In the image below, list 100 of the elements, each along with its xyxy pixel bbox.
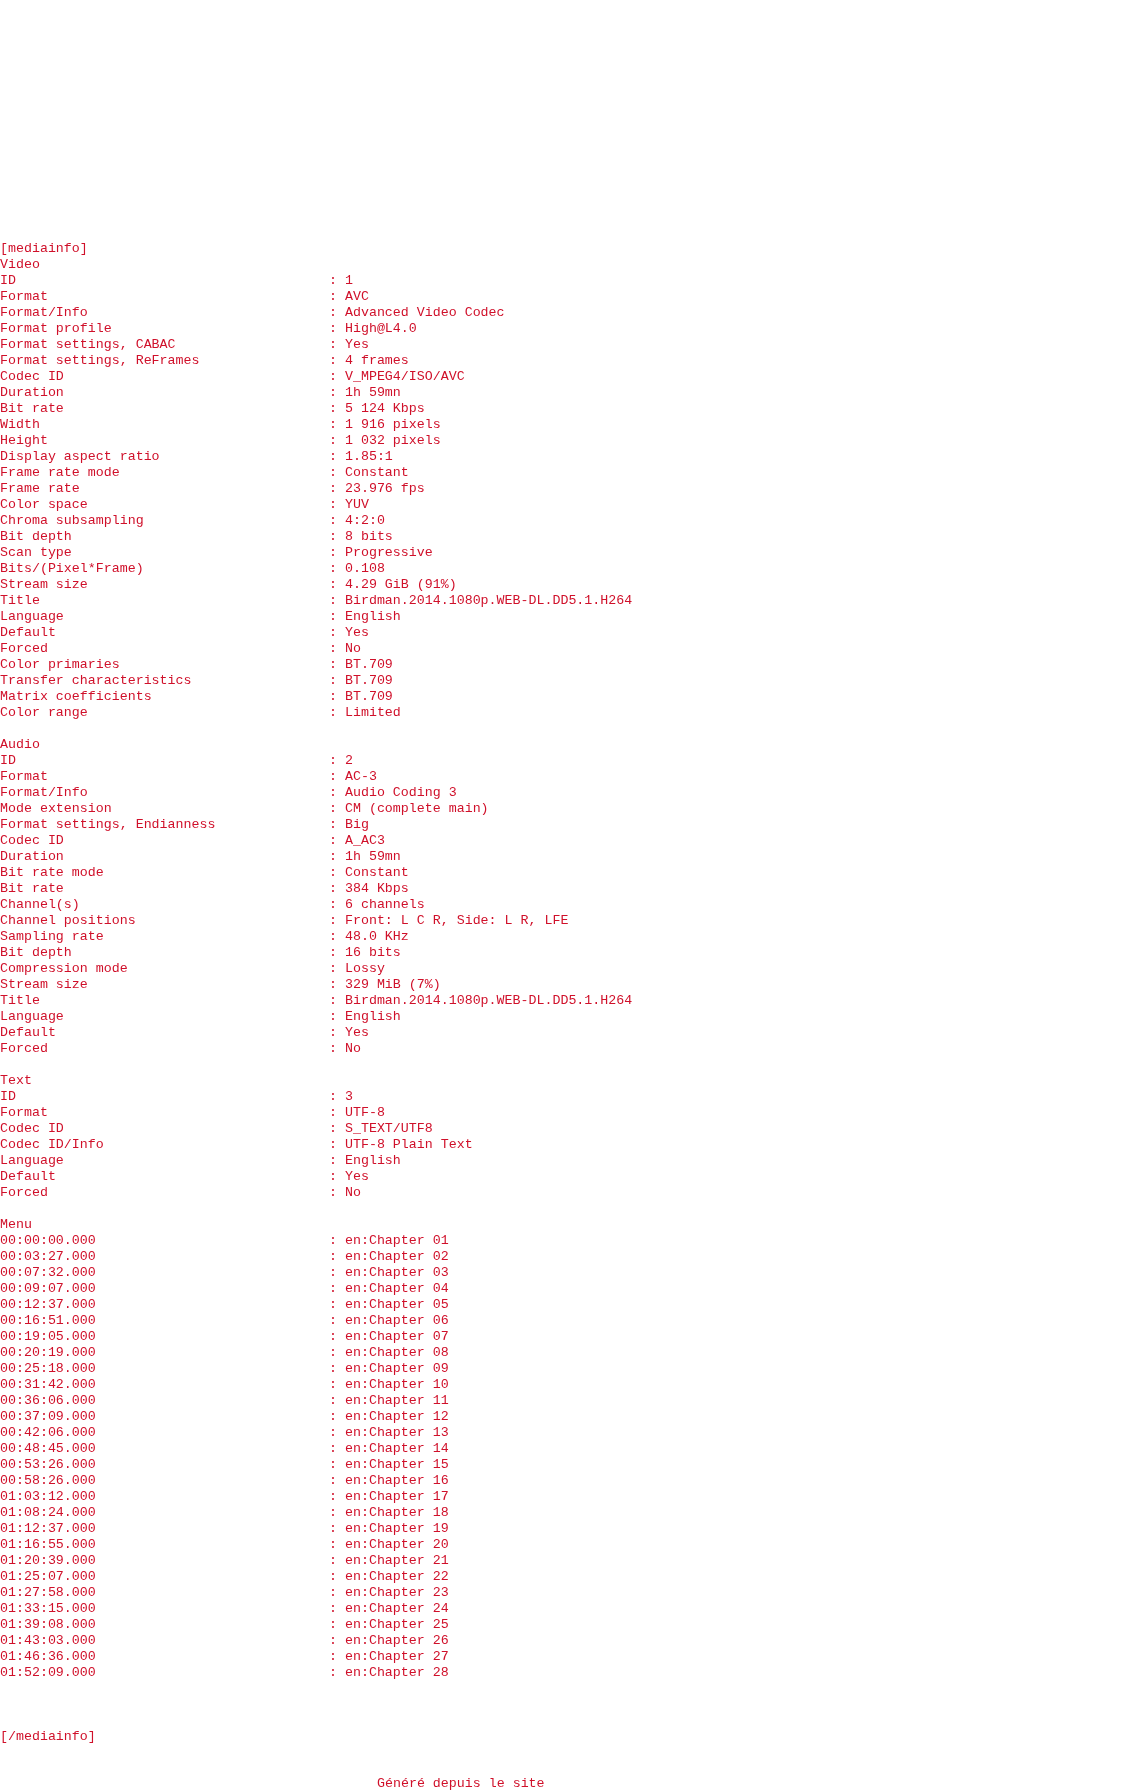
field-value: : en:Chapter 21 [329,1553,449,1569]
field-value: : en:Chapter 25 [329,1617,449,1633]
section-heading: Text [0,1073,32,1089]
field-name: Forced [0,1185,48,1201]
field-value: : Yes [329,625,369,641]
field-name: Format [0,1105,48,1121]
field-value: : AVC [329,289,369,305]
field-name: ID [0,273,16,289]
field-value: : Big [329,817,369,833]
field-name: Codec ID [0,833,64,849]
field-value: : 384 Kbps [329,881,409,897]
field-name: Language [0,609,64,625]
field-value: : en:Chapter 02 [329,1249,449,1265]
section-heading: Video [0,257,40,273]
field-value: : 6 channels [329,897,425,913]
field-name: Sampling rate [0,929,104,945]
field-name: Format settings, ReFrames [0,353,200,369]
field-value: : en:Chapter 26 [329,1633,449,1649]
field-value: : English [329,609,401,625]
field-name: 01:33:15.000 [0,1601,96,1617]
field-name: Format [0,289,48,305]
field-name: Width [0,417,40,433]
section-heading: [mediainfo] [0,241,88,257]
field-value: : en:Chapter 04 [329,1281,449,1297]
field-name: 01:39:08.000 [0,1617,96,1633]
field-name: Bit depth [0,945,72,961]
field-name: Bit rate mode [0,865,104,881]
field-name: 00:20:19.000 [0,1345,96,1361]
field-value: : en:Chapter 20 [329,1537,449,1553]
field-name: 00:16:51.000 [0,1313,96,1329]
field-value: : Front: L C R, Side: L R, LFE [329,913,569,929]
field-name: Title [0,993,40,1009]
field-name: 01:46:36.000 [0,1649,96,1665]
field-value: : 16 bits [329,945,401,961]
field-value: : YUV [329,497,369,513]
field-value: : en:Chapter 13 [329,1425,449,1441]
field-value: : 4 frames [329,353,409,369]
field-value: : Birdman.2014.1080p.WEB-DL.DD5.1.H264 [329,593,633,609]
field-value: : en:Chapter 09 [329,1361,449,1377]
field-value: : UTF-8 Plain Text [329,1137,473,1153]
field-name: 01:27:58.000 [0,1585,96,1601]
field-name: 00:00:00.000 [0,1233,96,1249]
field-name: Forced [0,1041,48,1057]
field-value: : S_TEXT/UTF8 [329,1121,433,1137]
field-name: 00:03:27.000 [0,1249,96,1265]
field-value: : en:Chapter 23 [329,1585,449,1601]
field-name: 00:58:26.000 [0,1473,96,1489]
field-value: : 23.976 fps [329,481,425,497]
field-value: : 4:2:0 [329,513,385,529]
field-value: : AC-3 [329,769,377,785]
field-value: : 8 bits [329,529,393,545]
field-name: 01:08:24.000 [0,1505,96,1521]
field-name: Codec ID/Info [0,1137,104,1153]
field-name: 00:09:07.000 [0,1281,96,1297]
field-value: : en:Chapter 28 [329,1665,449,1681]
field-value: : en:Chapter 12 [329,1409,449,1425]
field-name: Height [0,433,48,449]
field-value: : en:Chapter 22 [329,1569,449,1585]
field-name: Bit depth [0,529,72,545]
field-value: : en:Chapter 10 [329,1377,449,1393]
field-value: : en:Chapter 07 [329,1329,449,1345]
field-value: : 3 [329,1089,353,1105]
field-name: ID [0,753,16,769]
field-value: : Yes [329,337,369,353]
field-value: : en:Chapter 11 [329,1393,449,1409]
field-name: Format/Info [0,305,88,321]
field-value: : 1 [329,273,353,289]
field-name: 00:31:42.000 [0,1377,96,1393]
field-name: Scan type [0,545,72,561]
field-name: Bit rate [0,401,64,417]
field-name: Format/Info [0,785,88,801]
field-name: Channel(s) [0,897,80,913]
field-name: Format settings, CABAC [0,337,176,353]
section-heading: Menu [0,1217,32,1233]
field-value: : UTF-8 [329,1105,385,1121]
field-name: Language [0,1153,64,1169]
field-value: : en:Chapter 14 [329,1441,449,1457]
field-name: 00:25:18.000 [0,1361,96,1377]
field-name: 01:03:12.000 [0,1489,96,1505]
field-value: : Advanced Video Codec [329,305,505,321]
field-name: 00:36:06.000 [0,1393,96,1409]
field-value: : 1.85:1 [329,449,393,465]
field-value: : Audio Coding 3 [329,785,457,801]
field-value: : en:Chapter 08 [329,1345,449,1361]
field-name: Duration [0,385,64,401]
field-name: Format [0,769,48,785]
field-name: Color space [0,497,88,513]
field-value: : 1h 59mn [329,849,401,865]
field-value: : 2 [329,753,353,769]
field-name: 01:52:09.000 [0,1665,96,1681]
field-name: 00:37:09.000 [0,1409,96,1425]
field-value: : English [329,1153,401,1169]
field-name: Stream size [0,577,88,593]
field-name: Transfer characteristics [0,673,192,689]
field-name: Color range [0,705,88,721]
field-name: Bits/(Pixel*Frame) [0,561,144,577]
field-value: : No [329,1041,361,1057]
field-name: 01:12:37.000 [0,1521,96,1537]
field-name: 00:19:05.000 [0,1329,96,1345]
field-value: : Constant [329,465,409,481]
